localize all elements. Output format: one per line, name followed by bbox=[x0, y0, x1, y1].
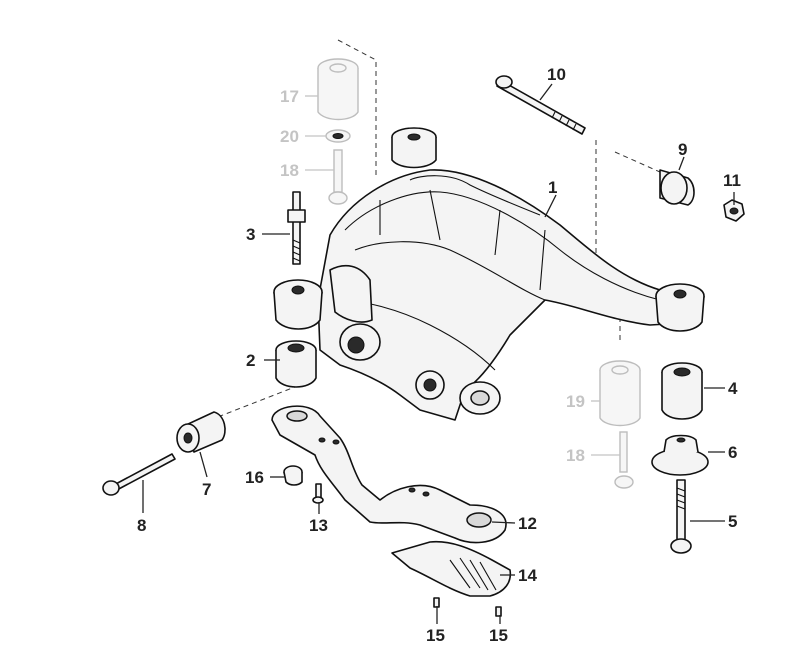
bolt-5 bbox=[670, 479, 692, 554]
bushing-19 bbox=[599, 360, 641, 427]
bushing-2 bbox=[275, 340, 317, 388]
subframe-upper-mount bbox=[391, 127, 437, 169]
bolt-10 bbox=[495, 75, 586, 135]
bracket-12 bbox=[271, 405, 507, 544]
callout-13: 13 bbox=[309, 516, 328, 535]
washer-20 bbox=[325, 129, 351, 143]
callout-12: 12 bbox=[518, 514, 537, 533]
callout-20: 20 bbox=[280, 127, 299, 146]
callout-4: 4 bbox=[728, 379, 738, 398]
subframe-left-mount bbox=[273, 279, 323, 330]
bolt-8 bbox=[102, 453, 176, 496]
cover-14 bbox=[391, 540, 512, 597]
callout-15b: 15 bbox=[489, 626, 508, 645]
bolt-18-upper bbox=[328, 149, 348, 205]
bushing-17 bbox=[317, 58, 359, 121]
callout-10: 10 bbox=[547, 65, 566, 84]
subframe-carrier bbox=[317, 169, 701, 421]
callout-18b: 18 bbox=[566, 446, 585, 465]
callout-2: 2 bbox=[246, 351, 255, 370]
cap-16 bbox=[283, 465, 303, 486]
callout-11: 11 bbox=[723, 171, 741, 190]
cap-6 bbox=[651, 434, 709, 476]
screw-13 bbox=[312, 483, 324, 504]
callout-9: 9 bbox=[678, 140, 687, 159]
callout-8: 8 bbox=[137, 516, 146, 535]
callout-17: 17 bbox=[280, 87, 299, 106]
callout-5: 5 bbox=[728, 512, 737, 531]
callout-1: 1 bbox=[548, 178, 557, 197]
nut-11 bbox=[723, 199, 745, 222]
callout-14: 14 bbox=[518, 566, 537, 585]
bushing-7 bbox=[176, 411, 226, 453]
subframe-rear-mounts bbox=[339, 323, 501, 415]
screws-15 bbox=[433, 597, 502, 617]
callouts: 1 2 3 4 5 6 7 8 9 10 11 12 13 14 15 15 1… bbox=[137, 65, 741, 645]
bolt-3 bbox=[287, 191, 306, 265]
leader-lines bbox=[142, 83, 735, 624]
bolt-18-lower bbox=[614, 431, 634, 489]
callout-18a: 18 bbox=[280, 161, 299, 180]
callout-7: 7 bbox=[202, 480, 211, 499]
callout-15a: 15 bbox=[426, 626, 445, 645]
callout-6: 6 bbox=[728, 443, 737, 462]
bushing-9 bbox=[659, 169, 695, 206]
callout-19: 19 bbox=[566, 392, 585, 411]
bushing-4 bbox=[661, 362, 703, 420]
callout-16: 16 bbox=[245, 468, 264, 487]
subframe-right-mount bbox=[655, 283, 705, 332]
callout-3: 3 bbox=[246, 225, 255, 244]
